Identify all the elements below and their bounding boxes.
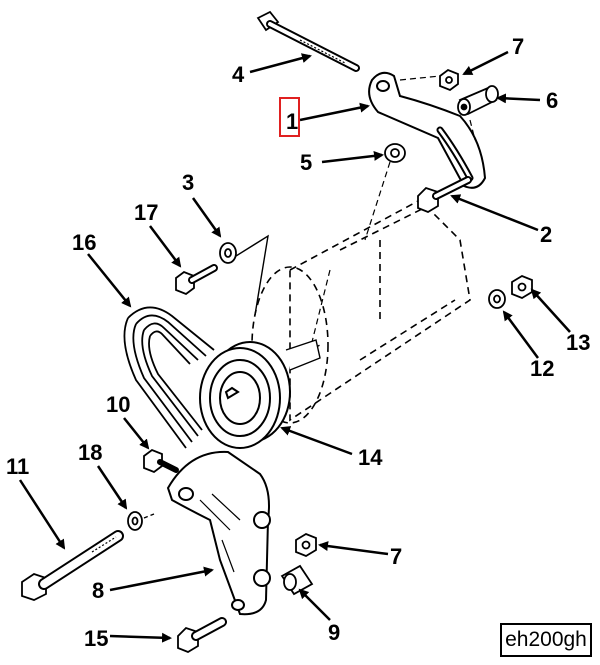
bracket-washer	[127, 511, 143, 531]
callout-2: 2	[540, 222, 552, 247]
right-nut	[511, 274, 533, 300]
spacer	[457, 85, 499, 116]
leader-14	[280, 426, 353, 456]
top-nut	[439, 68, 459, 92]
callout-1: 1	[286, 109, 298, 134]
leader-8	[109, 566, 214, 592]
long-bolt	[256, 10, 360, 72]
callout-7-top: 7	[512, 34, 524, 59]
callout-16: 16	[72, 230, 96, 255]
callout-3: 3	[182, 170, 194, 195]
washer-top	[384, 143, 406, 163]
figure-code: eh200gh	[505, 628, 587, 651]
highlight-box	[279, 97, 300, 137]
callout-8: 8	[92, 578, 104, 603]
mounting-bracket	[368, 71, 487, 189]
callout-14: 14	[358, 445, 383, 470]
leader-15	[109, 632, 172, 643]
callout-6: 6	[546, 88, 558, 113]
leader-16	[87, 253, 132, 308]
callout-15: 15	[84, 626, 108, 651]
callout-9: 9	[328, 620, 340, 645]
leader-1	[299, 102, 370, 122]
adjuster-bolt	[175, 264, 218, 296]
figure-code-box: eh200gh	[500, 623, 592, 657]
leader-6	[496, 93, 541, 104]
callout-12: 12	[530, 356, 554, 381]
leader-17	[149, 225, 182, 268]
drive-belt	[123, 306, 215, 449]
leader-7a	[462, 50, 509, 76]
bracket-bolt-bottom	[177, 617, 227, 654]
alignment-lines	[309, 75, 476, 351]
callout-7-bottom: 7	[390, 544, 402, 569]
long-bracket-bolt	[21, 530, 124, 601]
bracket-bolt-top	[143, 448, 179, 474]
callout-18: 18	[78, 440, 102, 465]
callout-17: 17	[134, 200, 158, 225]
callout-11: 11	[6, 454, 29, 479]
leader-2	[450, 194, 539, 232]
callout-5: 5	[300, 150, 312, 175]
leader-11	[18, 479, 66, 550]
pulley	[199, 339, 321, 449]
right-washer	[488, 289, 506, 309]
lower-spacer	[280, 564, 314, 596]
leader-4	[249, 53, 312, 74]
washer-guide-line	[235, 234, 269, 316]
callout-13: 13	[566, 330, 590, 355]
lower-nut	[295, 532, 317, 558]
leader-7b	[318, 541, 389, 556]
leader-13	[530, 288, 571, 333]
leader-9	[298, 588, 331, 621]
leader-10	[123, 417, 150, 450]
washer-guide-line-lower	[143, 513, 155, 519]
callout-4: 4	[232, 62, 245, 87]
leader-12	[502, 310, 540, 359]
leader-arrows	[18, 50, 571, 643]
pivot-bolt	[417, 176, 472, 214]
lower-bracket	[166, 450, 271, 616]
callout-10: 10	[106, 392, 130, 417]
adjuster-washer	[219, 242, 237, 264]
leader-3	[191, 197, 222, 238]
leader-5	[321, 150, 384, 164]
leader-18	[96, 465, 128, 510]
